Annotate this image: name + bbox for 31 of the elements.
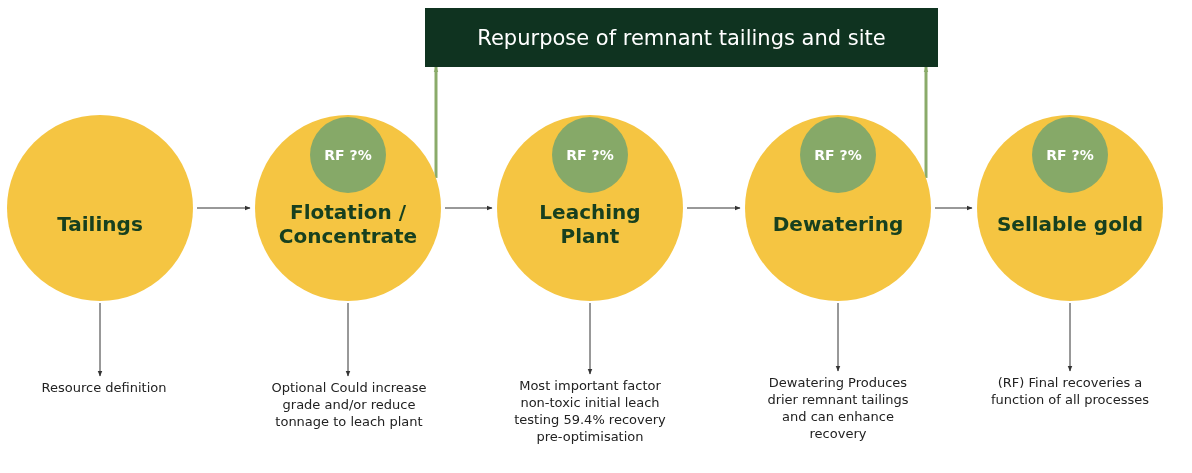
arrow (686, 205, 741, 211)
arrow (97, 302, 103, 377)
note-text: Dewatering Produces drier remnant tailings and can enhance recovery (758, 375, 918, 443)
arrow (433, 66, 439, 178)
note-text: Resource definition (14, 380, 194, 397)
note-text: (RF) Final recoveries a function of all processes (990, 375, 1150, 409)
note-text: Most important factor non-toxic initial leach testing 59.4% recovery pre-optimisation (510, 378, 670, 446)
recovery-factor-label: RF ?% (566, 146, 614, 164)
arrow (587, 302, 593, 375)
process-label: Tailings (56, 212, 144, 236)
recovery-factor-label: RF ?% (1046, 146, 1094, 164)
arrow (196, 205, 251, 211)
recovery-factor-circle (310, 117, 386, 193)
recovery-factor-circle (800, 117, 876, 193)
recovery-factor-label: RF ?% (324, 146, 372, 164)
arrow (1067, 302, 1073, 372)
arrow (934, 205, 973, 211)
arrow (444, 205, 493, 211)
recovery-factor-label: RF ?% (814, 146, 862, 164)
arrow (923, 66, 929, 178)
recovery-factor-circle (1032, 117, 1108, 193)
process-label: Flotation / Concentrate (277, 200, 419, 248)
banner-box (425, 8, 938, 67)
process-label: Sellable gold (995, 212, 1145, 236)
arrow (835, 302, 841, 372)
note-text: Optional Could increase grade and/or reduce tonnage to leach plant (264, 380, 434, 431)
banner-title: Repurpose of remnant tailings and site (477, 25, 886, 50)
process-label: Dewatering (771, 212, 905, 236)
arrow (345, 302, 351, 377)
recovery-factor-circle (552, 117, 628, 193)
process-label: Leaching Plant (538, 200, 642, 248)
